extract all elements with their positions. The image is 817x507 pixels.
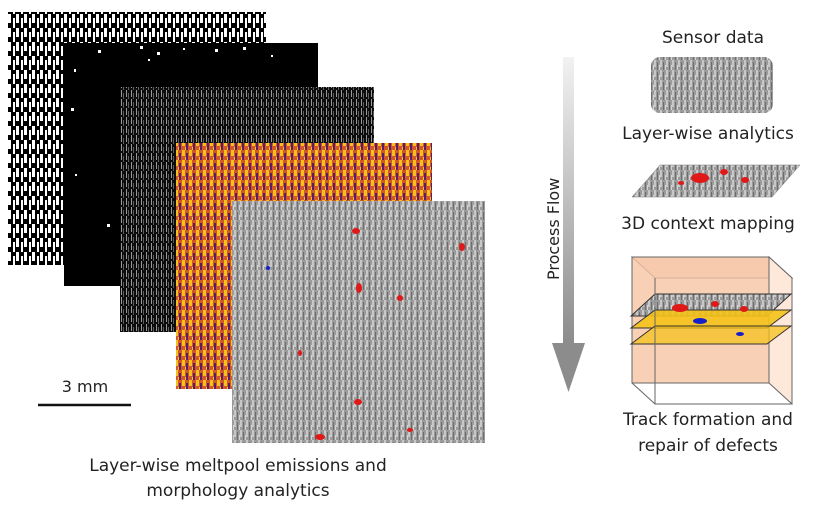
track-formation-cube-icon: [629, 255, 794, 406]
layer-analytics-icon: [631, 164, 801, 198]
defect-markers: [266, 228, 465, 440]
step-track-formation-label-2: repair of defects: [638, 436, 778, 456]
sensor-data-thumbnail: [651, 57, 773, 113]
process-flow-arrow: [552, 57, 585, 392]
caption-line-2: morphology analytics: [146, 481, 330, 501]
caption-line-1: Layer-wise meltpool emissions and: [89, 456, 387, 476]
step-sensor-data-label: Sensor data: [662, 28, 764, 48]
step-3d-mapping-label: 3D context mapping: [621, 214, 795, 234]
spatter-dots: [71, 46, 273, 227]
step-track-formation-label-1: Track formation and: [623, 410, 793, 430]
process-flow-label: Process Flow: [544, 177, 563, 280]
scale-bar-label: 3 mm: [61, 377, 109, 396]
layer-image-morphology: [232, 201, 485, 443]
step-layer-analytics-label: Layer-wise analytics: [622, 124, 794, 144]
